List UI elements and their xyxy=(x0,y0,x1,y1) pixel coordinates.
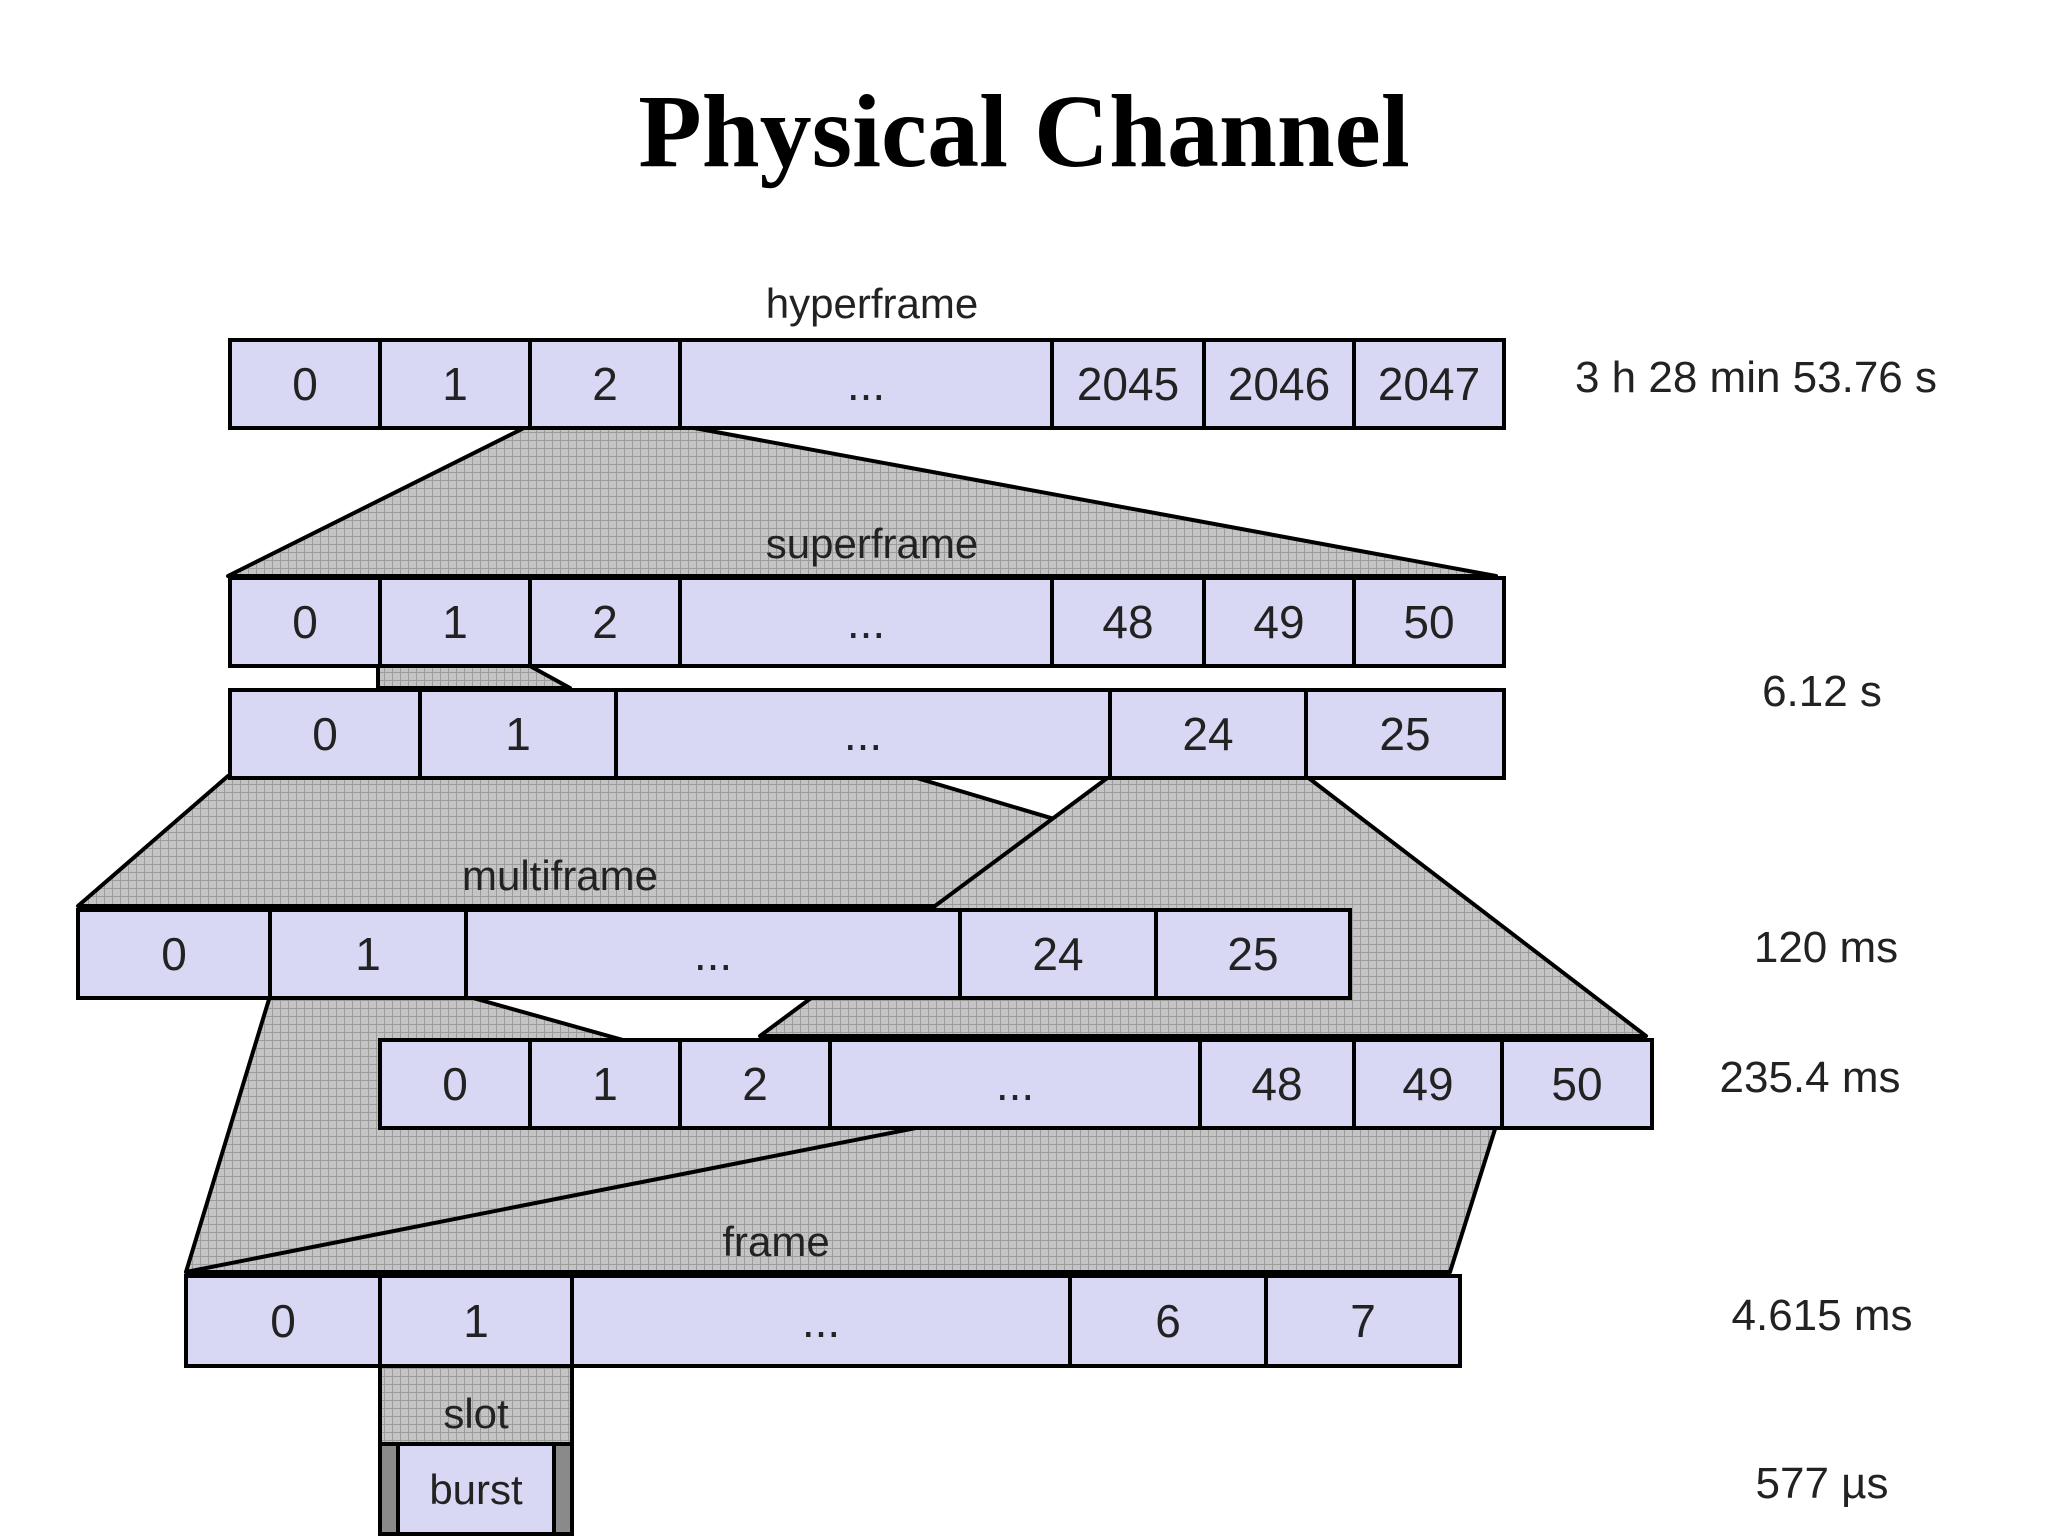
frame-cell-label: 2 xyxy=(592,358,618,410)
frame-cell-label: 25 xyxy=(1379,708,1430,760)
frame-cell-label: 2046 xyxy=(1228,358,1330,410)
frame-cell xyxy=(1050,338,1206,430)
frame-cell-label: 2047 xyxy=(1378,358,1480,410)
frame-cell xyxy=(76,908,272,1000)
burst-label: burst xyxy=(429,1466,523,1513)
frame-cell-label: 49 xyxy=(1253,596,1304,648)
superframe-26-row: 0 1... 24 25 xyxy=(228,688,1506,780)
frame-cell-label: 0 xyxy=(442,1058,468,1110)
frame-cell-label: 24 xyxy=(1182,708,1233,760)
frame-cell xyxy=(1304,688,1506,780)
frame-cell xyxy=(1154,908,1352,1000)
frame-cell-label: ... xyxy=(847,358,885,410)
frame-cell xyxy=(1068,1274,1268,1368)
hyperframe-row: 0 1 2... 2045 2046 2047 xyxy=(228,338,1506,430)
multiframe26-duration: 120 ms xyxy=(1754,923,1898,972)
frame-cell-label: 50 xyxy=(1551,1058,1602,1110)
frame-label: frame xyxy=(722,1218,829,1265)
frame-cell xyxy=(528,338,682,430)
frame-cell-label: 49 xyxy=(1402,1058,1453,1110)
row-labels: hyperframe superframe multiframe frame s… xyxy=(429,280,978,1513)
frame-duration: 4.615 ms xyxy=(1732,1291,1913,1340)
frame-cell-label: 0 xyxy=(161,928,187,980)
frame-cell-label: ... xyxy=(847,596,885,648)
frame-cell xyxy=(228,576,382,668)
frame-cell-label: ... xyxy=(802,1295,840,1347)
frame-cell-label: 0 xyxy=(292,596,318,648)
frame-cell xyxy=(228,688,422,780)
slot-label: slot xyxy=(443,1390,509,1437)
frame-cell-label: 48 xyxy=(1251,1058,1302,1110)
frame-cell xyxy=(378,1274,574,1368)
multiframe51-duration: 235.4 ms xyxy=(1720,1053,1901,1102)
superframe-duration: 6.12 s xyxy=(1762,667,1882,716)
frame-cell-label: 1 xyxy=(505,708,531,760)
frame-cell-label: 0 xyxy=(292,358,318,410)
frame-cell xyxy=(1050,576,1206,668)
frame-cell-label: 1 xyxy=(592,1058,618,1110)
frame-cell xyxy=(1500,1038,1654,1130)
slot-duration: 577 µs xyxy=(1756,1459,1889,1508)
frame-cell xyxy=(1202,576,1356,668)
frame-cell xyxy=(1352,1038,1504,1130)
frame-cell-label: 1 xyxy=(442,596,468,648)
frame-cell-label: ... xyxy=(996,1058,1034,1110)
frame-cell-label: 50 xyxy=(1403,596,1454,648)
frame-row: 0 1... 6 7 xyxy=(184,1274,1462,1368)
frame-cell xyxy=(378,1038,532,1130)
burst-structure xyxy=(378,1442,574,1536)
frame-cell xyxy=(464,908,962,1000)
frame-cell xyxy=(1264,1274,1462,1368)
frame-cell xyxy=(528,1038,682,1130)
frame-cell xyxy=(958,908,1158,1000)
frame-cell-label: 7 xyxy=(1350,1295,1376,1347)
frame-cell-label: 0 xyxy=(270,1295,296,1347)
hyperframe-label: hyperframe xyxy=(766,280,978,327)
frame-cell xyxy=(828,1038,1202,1130)
multiframe-label: multiframe xyxy=(462,852,658,899)
multiframe-51-row: 0 1 2... 48 49 50 xyxy=(378,1038,1654,1130)
frame-cell xyxy=(528,576,682,668)
durations: 3 h 28 min 53.76 s 6.12 s 120 ms 235.4 m… xyxy=(1575,353,1937,1508)
multiframe-26-row: 0 1... 24 25 xyxy=(76,908,1352,1000)
frame-cell-label: 25 xyxy=(1227,928,1278,980)
frame-cell-label: ... xyxy=(694,928,732,980)
frame-cell xyxy=(1202,338,1356,430)
frame-cell-label: 0 xyxy=(312,708,338,760)
frame-cell-label: 2 xyxy=(592,596,618,648)
frame-cell-label: 2045 xyxy=(1077,358,1179,410)
frame-cell xyxy=(1352,338,1506,430)
frame-cell xyxy=(378,338,532,430)
frame-cell-label: 1 xyxy=(463,1295,489,1347)
frame-cell-label: 48 xyxy=(1102,596,1153,648)
frame-cell-label: 6 xyxy=(1155,1295,1181,1347)
frame-cell-label: ... xyxy=(844,708,882,760)
frame-cell xyxy=(1352,576,1506,668)
page-title: Physical Channel xyxy=(638,74,1410,189)
frame-cell xyxy=(418,688,618,780)
superframe-label: superframe xyxy=(766,520,978,567)
hyperframe-duration: 3 h 28 min 53.76 s xyxy=(1575,353,1937,402)
frame-cell xyxy=(268,908,468,1000)
frame-cell xyxy=(1198,1038,1356,1130)
frame-cell xyxy=(570,1274,1072,1368)
frame-cell-label: 2 xyxy=(742,1058,768,1110)
frame-cell-label: 24 xyxy=(1032,928,1083,980)
superframe-51-row: 0 1 2... 48 49 50 xyxy=(228,576,1506,668)
superframe-to-26-superframe-wedge xyxy=(376,664,572,690)
frame-cell-label: 1 xyxy=(442,358,468,410)
burst-box xyxy=(396,1442,556,1536)
frame-cell-label: 1 xyxy=(355,928,381,980)
